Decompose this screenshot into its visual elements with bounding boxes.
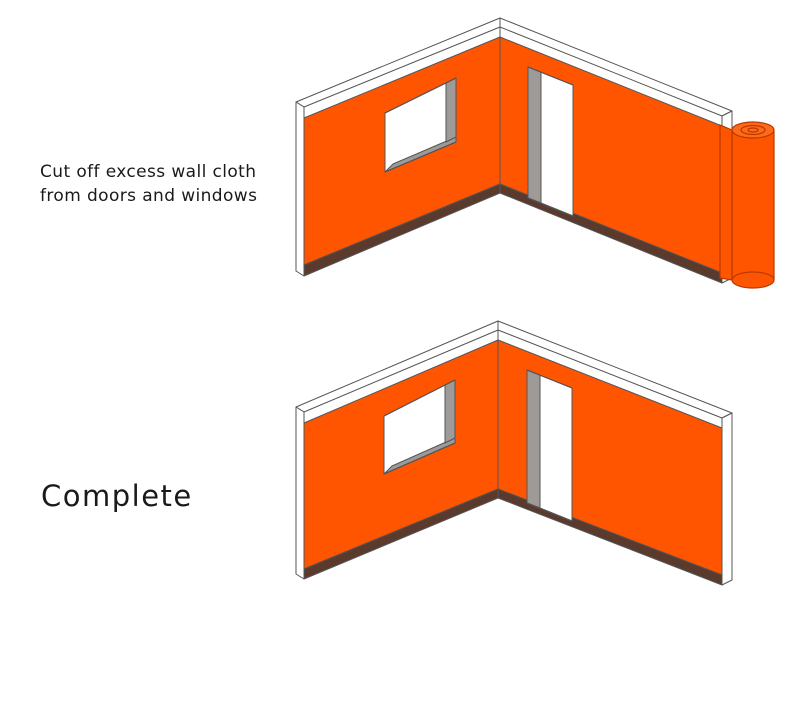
step-1-caption-line-1: Cut off excess wall cloth — [40, 162, 257, 182]
right-wall-end — [721, 412, 733, 586]
door-opening — [527, 66, 574, 217]
step-2-caption: Complete — [41, 479, 193, 513]
left-wall-end — [295, 406, 305, 580]
wallpaper-roll-icon — [719, 121, 775, 289]
step-1-caption-line-2: from doors and windows — [40, 186, 258, 206]
door-opening — [526, 369, 573, 522]
step-1-caption: Cut off excess wall cloth from doors and… — [40, 160, 290, 208]
step-2-wall-illustration — [295, 320, 733, 586]
window-opening — [383, 379, 456, 475]
window-opening — [384, 77, 457, 173]
left-wall-end — [295, 101, 305, 277]
step-1-wall-illustration — [295, 17, 775, 289]
